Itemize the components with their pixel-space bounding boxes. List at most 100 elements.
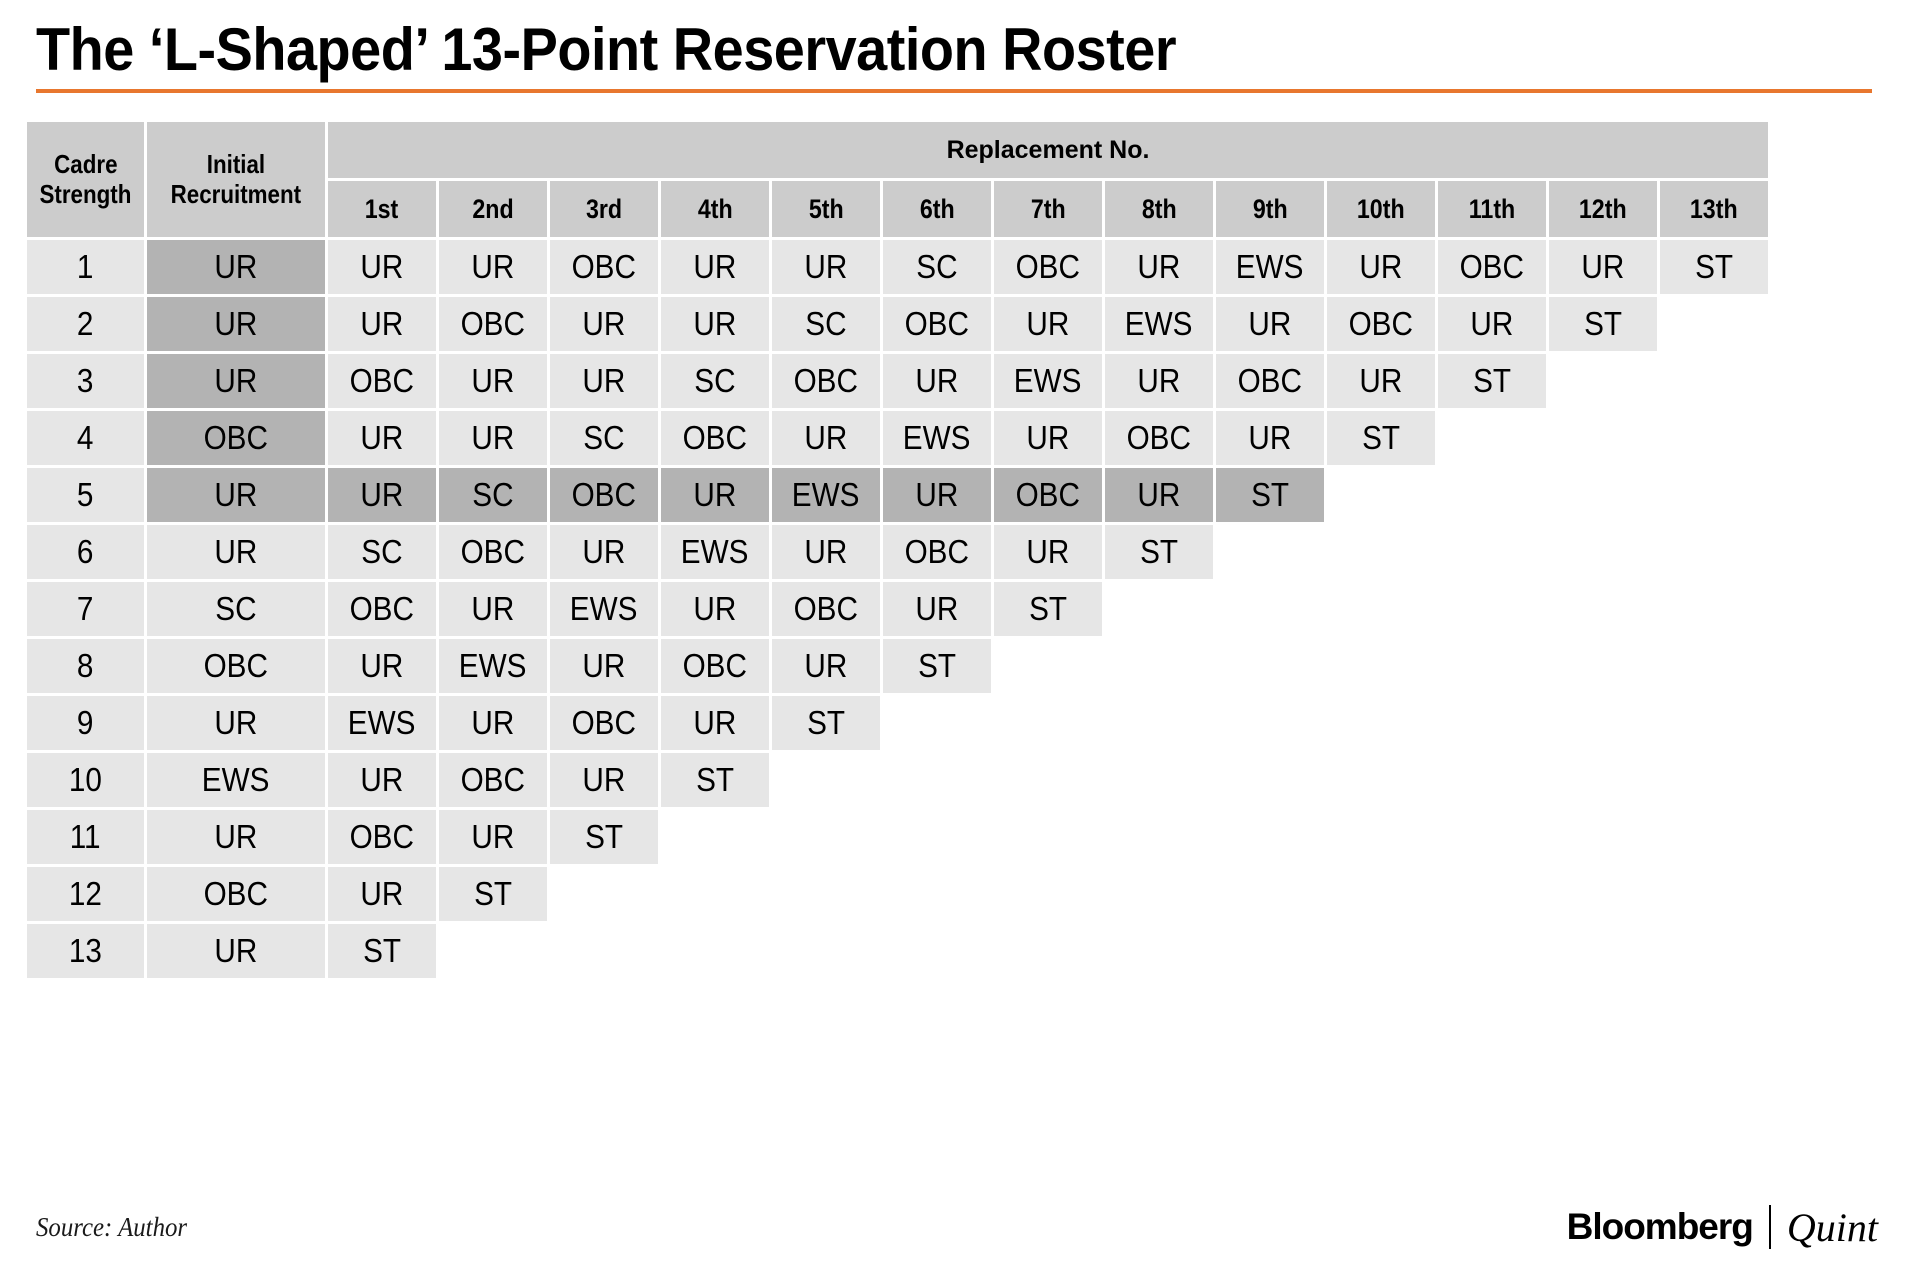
replacement-value: ST — [439, 867, 547, 921]
category-label: ST — [474, 875, 512, 912]
category-label: UR — [1248, 419, 1292, 456]
cadre-strength-value: 5 — [27, 468, 144, 522]
empty-cell — [1438, 639, 1546, 693]
category-label: UR — [214, 248, 258, 285]
category-label: EWS — [202, 761, 270, 798]
replacement-value: UR — [328, 639, 436, 693]
replacement-value: OBC — [439, 525, 547, 579]
empty-cell — [1549, 924, 1657, 978]
empty-cell — [1660, 468, 1768, 522]
category-label: OBC — [904, 533, 970, 570]
category-label: UR — [1359, 248, 1403, 285]
replacement-value: EWS — [328, 696, 436, 750]
category-label: OBC — [1459, 248, 1525, 285]
category-label: UR — [1026, 419, 1070, 456]
footer: Source: Author Bloomberg Quint — [0, 1199, 1920, 1255]
replacement-value: ST — [661, 753, 769, 807]
logo-bloomberg-text: Bloomberg — [1566, 1206, 1754, 1247]
empty-cell — [1438, 753, 1546, 807]
category-label: UR — [693, 476, 737, 513]
cadre-strength-label: 13 — [68, 932, 103, 969]
replacement-value: OBC — [550, 696, 658, 750]
empty-cell — [772, 924, 880, 978]
category-label: UR — [1359, 362, 1403, 399]
replacement-value: UR — [1216, 297, 1324, 351]
empty-cell — [1327, 582, 1435, 636]
empty-cell — [1549, 354, 1657, 408]
column-header-replacement-11: 11th — [1438, 181, 1546, 237]
cadre-strength-value: 8 — [27, 639, 144, 693]
cadre-strength-label: 7 — [77, 590, 94, 627]
category-label: UR — [471, 362, 515, 399]
empty-cell — [1438, 867, 1546, 921]
category-label: ST — [1140, 533, 1178, 570]
empty-cell — [1549, 468, 1657, 522]
cadre-strength-label: 8 — [77, 647, 94, 684]
source-note: Source: Author — [36, 1211, 188, 1242]
replacement-value: UR — [1549, 240, 1657, 294]
category-label: UR — [360, 305, 404, 342]
cadre-strength-label: 11 — [70, 818, 101, 855]
column-header-replacement-13: 13th — [1660, 181, 1768, 237]
replacement-header-label: 9th — [1252, 193, 1288, 224]
column-header-replacement-6: 6th — [883, 181, 991, 237]
category-label: OBC — [349, 818, 415, 855]
cadre-strength-value: 13 — [27, 924, 144, 978]
cadre-strength-value: 7 — [27, 582, 144, 636]
replacement-value: UR — [994, 411, 1102, 465]
category-label: UR — [214, 362, 258, 399]
replacement-value: EWS — [883, 411, 991, 465]
category-label: OBC — [460, 533, 526, 570]
cadre-strength-label: 2 — [77, 305, 94, 342]
cadre-strength-label: 12 — [68, 875, 103, 912]
category-label: UR — [1470, 305, 1514, 342]
empty-cell — [1327, 468, 1435, 522]
roster-table-container: Cadre Strength Initial Recruitment Repla… — [24, 119, 1920, 981]
replacement-header-label: 11th — [1468, 193, 1516, 224]
empty-cell — [1438, 582, 1546, 636]
replacement-value: OBC — [1327, 297, 1435, 351]
replacement-value: UR — [1105, 354, 1213, 408]
replacement-value: ST — [1105, 525, 1213, 579]
category-label: EWS — [459, 647, 527, 684]
initial-recruitment-line2: Recruitment — [170, 178, 302, 209]
empty-cell — [1327, 810, 1435, 864]
category-label: OBC — [1348, 305, 1414, 342]
cadre-strength-value: 10 — [27, 753, 144, 807]
replacement-value: ST — [994, 582, 1102, 636]
cadre-strength-label: 9 — [77, 704, 94, 741]
empty-cell — [1216, 582, 1324, 636]
replacement-value: ST — [550, 810, 658, 864]
column-header-initial-recruitment: Initial Recruitment — [147, 122, 325, 237]
category-label: OBC — [571, 248, 637, 285]
replacement-value: ST — [1216, 468, 1324, 522]
replacement-value: EWS — [1105, 297, 1213, 351]
category-label: SC — [583, 419, 625, 456]
replacement-value: OBC — [772, 354, 880, 408]
empty-cell — [1438, 468, 1546, 522]
category-label: UR — [915, 362, 959, 399]
cadre-strength-line1: Cadre — [53, 149, 118, 180]
category-label: OBC — [793, 590, 859, 627]
empty-cell — [772, 810, 880, 864]
initial-recruitment-value: UR — [147, 525, 325, 579]
replacement-value: UR — [550, 525, 658, 579]
empty-cell — [772, 753, 880, 807]
replacement-value: UR — [661, 696, 769, 750]
category-label: UR — [804, 647, 848, 684]
category-label: UR — [1581, 248, 1625, 285]
empty-cell — [1549, 525, 1657, 579]
replacement-value: UR — [328, 411, 436, 465]
empty-cell — [661, 867, 769, 921]
empty-cell — [1660, 639, 1768, 693]
cadre-strength-label: 4 — [77, 419, 94, 456]
category-label: OBC — [904, 305, 970, 342]
category-label: EWS — [1125, 305, 1193, 342]
category-label: OBC — [460, 305, 526, 342]
replacement-value: UR — [772, 411, 880, 465]
